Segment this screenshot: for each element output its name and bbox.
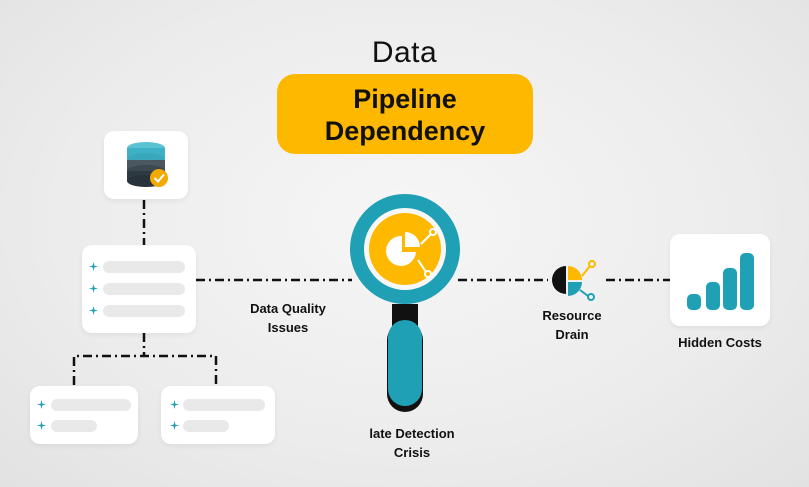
bar-chart-icon xyxy=(687,253,754,310)
list-bar xyxy=(103,283,185,295)
list-card-right xyxy=(161,386,275,444)
sparkle-icon xyxy=(37,421,46,430)
label-late-detection: late Detection Crisis xyxy=(352,424,472,462)
title-pill: Pipeline Dependency xyxy=(277,74,533,154)
list-bar xyxy=(103,305,185,317)
magnifying-glass-icon xyxy=(350,194,460,412)
label-resource-drain-line1: Resource xyxy=(542,308,602,323)
title-pipeline: Pipeline xyxy=(353,84,457,114)
title-dependency: Dependency xyxy=(324,116,486,146)
list-bar xyxy=(51,420,97,432)
database-check-icon xyxy=(127,142,168,187)
sparkle-icon xyxy=(89,284,98,293)
label-late-detection-line1: late Detection xyxy=(369,426,455,441)
sparkle-icon xyxy=(89,262,98,271)
label-late-detection-line2: Crisis xyxy=(393,445,431,460)
sparkle-icon xyxy=(89,306,98,315)
label-resource-drain-line2: Drain xyxy=(555,327,589,342)
label-data-quality-line2: Issues xyxy=(267,320,309,335)
label-data-quality-line1: Data Quality xyxy=(250,301,326,316)
resource-pie-icon xyxy=(552,260,596,301)
database-card xyxy=(104,131,188,199)
sparkle-icon xyxy=(170,400,179,409)
list-card-main xyxy=(82,245,196,333)
title-data: Data xyxy=(371,36,438,69)
label-data-quality: Data Quality Issues xyxy=(228,299,348,337)
label-hidden-costs: Hidden Costs xyxy=(678,335,762,350)
list-bar xyxy=(103,261,185,273)
label-resource-drain: Resource Drain xyxy=(512,306,632,344)
list-bar xyxy=(183,399,265,411)
hidden-costs-card xyxy=(670,234,770,326)
magnifier-neck xyxy=(392,304,418,326)
list-card-left xyxy=(30,386,138,444)
list-bar xyxy=(183,420,229,432)
list-bar xyxy=(51,399,131,411)
magnifier-handle xyxy=(388,320,422,406)
pie-chart-node-icon xyxy=(386,228,437,278)
branch-line xyxy=(72,354,218,385)
sparkle-icon xyxy=(37,400,46,409)
sparkle-icon xyxy=(170,421,179,430)
